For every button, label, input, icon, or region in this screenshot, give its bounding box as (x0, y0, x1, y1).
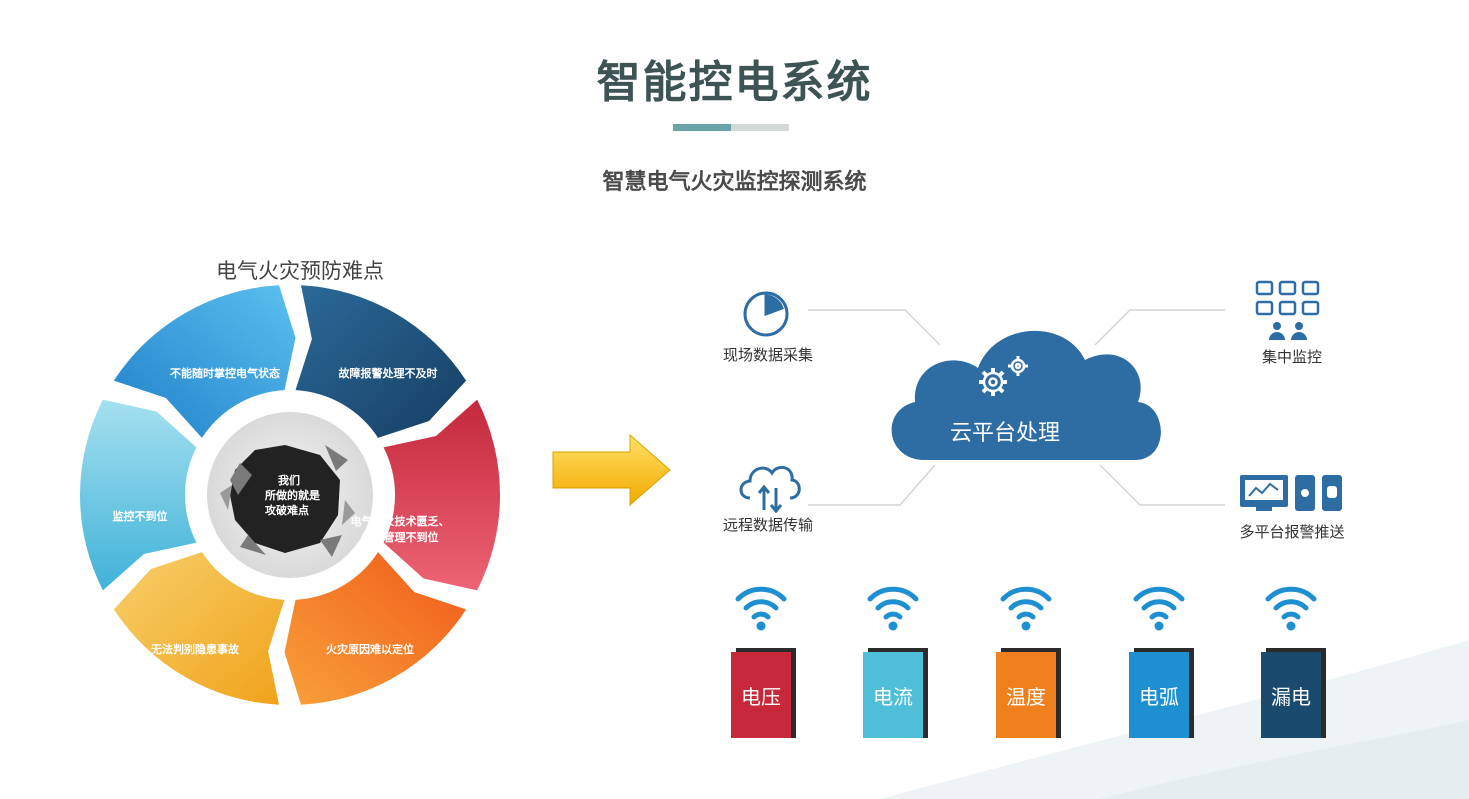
cloud-architecture-diagram (739, 280, 1342, 514)
sensor-card-5: 漏电 (1261, 648, 1326, 738)
sensor-card-1: 电压 (731, 648, 796, 738)
flow-arrow-icon (552, 433, 671, 507)
wifi-icon (867, 586, 919, 631)
cloud-shape (891, 330, 1161, 460)
sensor-label: 电压 (731, 652, 791, 738)
cycle-segment-label-1: 不能随时掌控电气状态 (170, 366, 280, 380)
devices-icon (1240, 475, 1342, 511)
sensor-label: 漏电 (1261, 652, 1321, 738)
transfer-label: 远程数据传输 (722, 516, 813, 534)
cycle-segment-label-6: 监控不到位 (113, 509, 168, 523)
collect-label: 现场数据采集 (722, 346, 813, 364)
cycle-segment-label-3: 维护管理不到位 (362, 530, 439, 544)
push-label: 多平台报警推送 (1239, 523, 1345, 541)
sensor-card-4: 电弧 (1129, 648, 1194, 738)
cycle-segment-3 (383, 399, 501, 591)
page-subtitle: 智慧电气火灾监控探测系统 (602, 170, 867, 195)
clock-icon (743, 291, 789, 337)
wifi-icon (1265, 586, 1317, 631)
difficulty-cycle-diagram: 我们 所做的就是 攻破难点 不能随时掌控电气状态 故障报警处理不及时电气防火技术匮… (80, 285, 501, 705)
wifi-icon (1133, 586, 1185, 631)
cycle-title: 电气火灾预防难点 (216, 259, 384, 283)
monitor-label: 集中监控 (1261, 348, 1322, 366)
cycle-segment-6 (80, 399, 197, 591)
sensor-label: 电流 (863, 652, 923, 738)
sensor-card-2: 电流 (863, 648, 928, 738)
page-title: 智能控电系统 (596, 57, 873, 108)
cycle-segment-label-4: 火灾原因难以定位 (326, 642, 414, 656)
cycle-segment-4 (284, 552, 467, 705)
cycle-segment-2 (295, 285, 467, 438)
grid-monitor-icon (1255, 280, 1320, 316)
title-divider (673, 124, 789, 131)
cycle-segment-5 (113, 552, 285, 705)
cloud-transfer-icon (739, 465, 801, 514)
center-text-line-3: 攻破难点 (265, 503, 309, 517)
broken-hole-graphic (230, 445, 340, 553)
cycle-segment-label-3: 电气防火技术匮乏、 (351, 514, 450, 528)
sensor-label: 电弧 (1129, 652, 1189, 738)
users-icon (1269, 322, 1307, 340)
gears-icon (979, 356, 1028, 396)
cycle-segment-label-5: 无法判别隐患事故 (150, 642, 240, 656)
cloud-platform-label: 云平台处理 (949, 421, 1060, 446)
cycle-segment-1 (113, 285, 296, 438)
center-text-line-2: 所做的就是 (265, 488, 321, 502)
cycle-segment-label-2: 故障报警处理不及时 (339, 366, 438, 380)
wifi-icon (1000, 586, 1052, 631)
sensor-label: 温度 (996, 652, 1056, 738)
center-text-line-1: 我们 (278, 473, 300, 487)
sensor-card-3: 温度 (996, 648, 1061, 738)
wifi-icon (735, 586, 787, 631)
